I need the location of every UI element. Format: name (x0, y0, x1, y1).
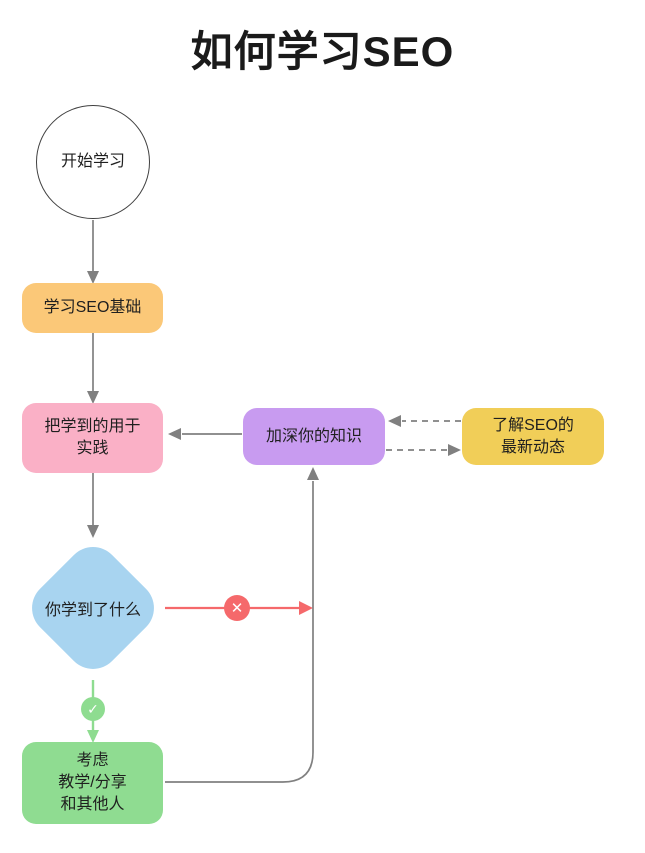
node-practice-label: 把学到的用于 实践 (44, 418, 141, 457)
x-icon: ✕ (224, 595, 250, 621)
edge-deepen-to-practice (168, 428, 242, 440)
node-teach-label: 考虑 教学/分享 和其他人 (58, 752, 127, 813)
check-icon: ✓ (81, 697, 105, 721)
node-apply-practice: 把学到的用于 实践 (22, 403, 163, 473)
node-deepen-knowledge: 加深你的知识 (243, 408, 385, 465)
node-trends-label: 了解SEO的 最新动态 (492, 416, 574, 456)
edge-deepen-to-trends (386, 444, 461, 456)
node-deepen-label: 加深你的知识 (265, 427, 362, 445)
edge-teach-to-deepen (165, 467, 319, 783)
node-seo-trends: 了解SEO的 最新动态 (462, 408, 604, 465)
node-basics-label: 学习SEO基础 (43, 299, 142, 316)
node-start: 开始学习 (36, 105, 150, 219)
node-start-label: 开始学习 (60, 153, 125, 170)
edge-trends-to-deepen (388, 415, 461, 427)
edge-basics-to-practice (87, 333, 99, 404)
edge-start-to-basics (87, 220, 99, 284)
node-teach-share: 考虑 教学/分享 和其他人 (22, 742, 163, 824)
edge-practice-to-decision (87, 473, 99, 538)
node-decision-label: 你学到了什么 (44, 602, 141, 619)
node-learn-seo-basics: 学习SEO基础 (22, 283, 163, 333)
diagram-title: 如何学习SEO (190, 28, 455, 75)
